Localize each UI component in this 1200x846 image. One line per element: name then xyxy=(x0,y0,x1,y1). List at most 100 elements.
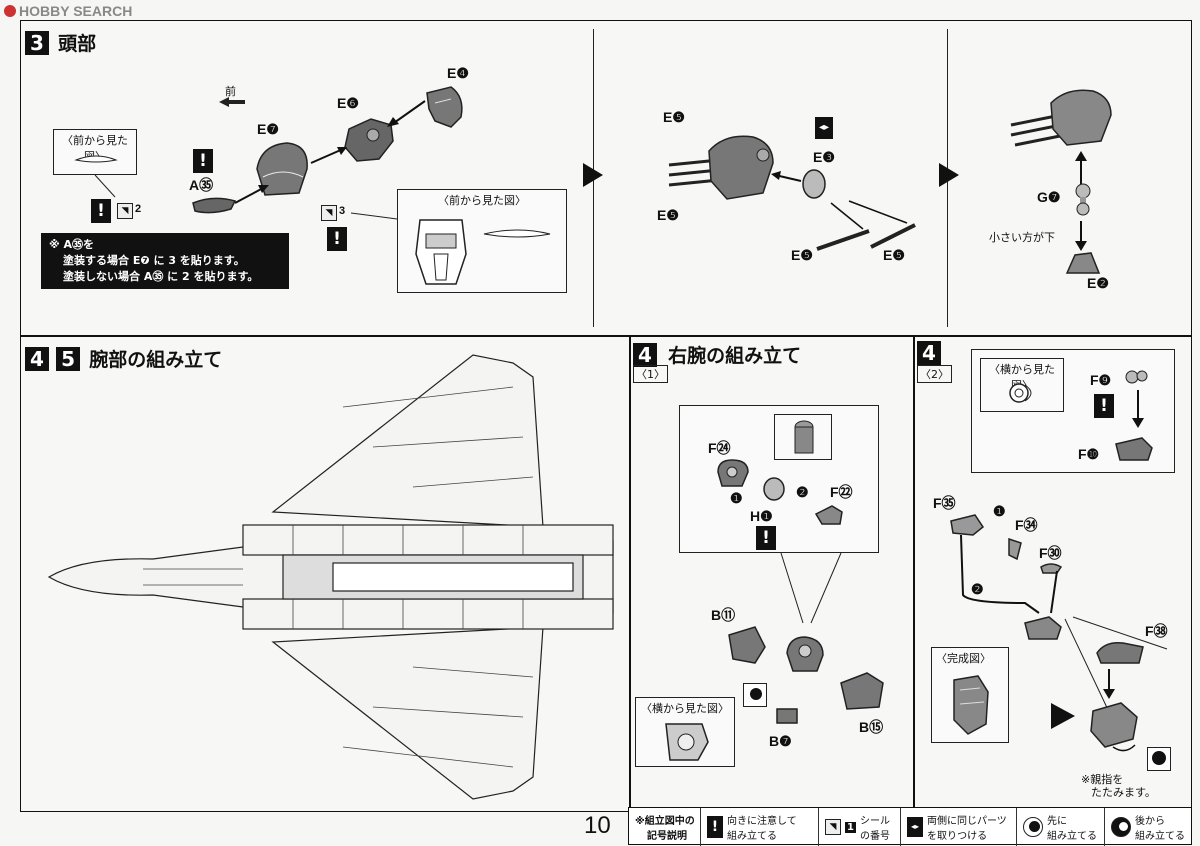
part-label-e5: E❺ xyxy=(657,207,679,223)
part-label-e7: E❼ xyxy=(257,121,279,137)
legend-item-caution: ! 向きに注意して組み立てる xyxy=(701,808,819,846)
legend-text: を取りつける xyxy=(927,831,988,842)
next-arrow-icon xyxy=(583,163,603,187)
arrow-down xyxy=(1103,669,1115,699)
step-number: 4 xyxy=(633,343,657,367)
seal-number-3: 3 xyxy=(339,205,346,217)
watermark: HOBBY SEARCH xyxy=(4,3,132,19)
arrow-e4-e6 xyxy=(387,100,426,127)
side-view-shape xyxy=(1009,383,1032,403)
part-label-e2: E❷ xyxy=(1087,275,1109,291)
step-marker: ❶ xyxy=(993,503,1006,519)
page-number: 10 xyxy=(584,812,611,839)
legend-text: 先に xyxy=(1047,816,1067,827)
part-label-f24: F㉔ xyxy=(708,440,731,456)
fold-note-line: ※親指を xyxy=(1081,773,1124,786)
step-number: 3 xyxy=(25,31,49,55)
arrow-a35-e7 xyxy=(234,185,269,204)
part-label-g7: G❼ xyxy=(1037,189,1061,205)
seal-icon: ◥ xyxy=(825,819,841,835)
next-arrow-icon xyxy=(1051,703,1075,729)
step-number: 4 xyxy=(917,341,941,365)
rods xyxy=(816,200,916,251)
seal-number: 1 xyxy=(845,821,856,833)
part-label-f34: F㉞ xyxy=(1015,517,1038,533)
step-title: 腕部の組み立て xyxy=(89,349,223,371)
part-label-e4: E❹ xyxy=(447,65,469,81)
step-number: 4 xyxy=(25,347,49,371)
part-arm-core xyxy=(786,636,824,672)
side-view-box: 〈横から見た図〉 xyxy=(980,358,1064,412)
part-label-e6: E❻ xyxy=(337,95,359,111)
part-f22 xyxy=(814,505,843,525)
caution-icon: ! xyxy=(1094,394,1114,418)
part-label-h1: H❶ xyxy=(750,508,773,524)
legend-text: 両側に同じパーツ xyxy=(927,816,1007,827)
part-label-e5: E❺ xyxy=(883,247,905,263)
leader-line xyxy=(350,212,398,220)
fold-note-line: たたみます。 xyxy=(1091,786,1156,799)
step3-header: 3 頭部 xyxy=(25,29,96,56)
part-f38 xyxy=(1096,641,1144,664)
part-hand xyxy=(1024,616,1062,640)
part-f24 xyxy=(717,459,749,487)
part-label-b11: B⑪ xyxy=(711,607,736,623)
part-label-b15: B⑮ xyxy=(859,719,884,735)
legend-item-symmetric: ◂▸ 両側に同じパーツを取りつける xyxy=(901,808,1017,846)
assemble-later-icon xyxy=(1111,817,1131,837)
seal-icon: ◥ xyxy=(321,205,337,221)
part-e2 xyxy=(1065,252,1101,274)
part-label-f22: F㉒ xyxy=(830,484,853,500)
arrow-down xyxy=(1075,221,1087,251)
arrow-up xyxy=(1075,151,1087,187)
legend-text: 組み立てる xyxy=(1047,831,1097,842)
head-assembly xyxy=(668,135,774,200)
detail-box: 〈横から見た図〉 F❾ ! F❿ xyxy=(971,349,1175,473)
seal-number-2: 2 xyxy=(135,203,142,215)
visor-shape xyxy=(483,229,551,238)
step4-1-panel: 4 右腕の組み立て 〈1〉 F㉔ ❶ H❶ ! ❷ F㉒ B⑪ B⑮ B❼ 〈横… xyxy=(630,336,914,812)
arrow-down xyxy=(1132,390,1144,428)
part-label-f35: F㉟ xyxy=(933,495,956,511)
part-label-f30: F㉚ xyxy=(1039,545,1062,561)
step-title: 頭部 xyxy=(58,33,97,55)
leader-line xyxy=(94,174,116,198)
part-f10 xyxy=(1115,437,1153,461)
fold-note: ※親指を たたみます。 xyxy=(1081,773,1156,799)
legend-text: の番号 xyxy=(859,831,890,842)
complete-hand xyxy=(953,675,989,735)
hand-assembly xyxy=(1090,702,1138,752)
caution-icon: ! xyxy=(193,149,213,173)
step4-1-header: 4 右腕の組み立て xyxy=(633,341,801,368)
seal-icon: ◥ xyxy=(117,203,133,219)
part-label-a35: A㉟ xyxy=(189,177,214,193)
step45-header: 4 5 腕部の組み立て xyxy=(25,345,222,372)
legend-text: シール xyxy=(859,816,890,827)
fighter-aircraft xyxy=(47,354,614,800)
legend-head-line: ※組立図中の xyxy=(635,816,695,827)
watermark-logo-icon xyxy=(4,5,16,17)
legend-item-first: 先に組み立てる xyxy=(1017,808,1105,846)
part-a35 xyxy=(192,197,237,214)
legend-text: 後から xyxy=(1135,816,1165,827)
next-arrow-icon xyxy=(939,163,959,187)
caution-icon: ! xyxy=(91,199,111,223)
front-view-label-2: 〈前から見た図〉 xyxy=(438,194,526,207)
step-sub: 〈1〉 xyxy=(633,365,668,383)
part-e3 xyxy=(802,169,826,199)
part-closeup xyxy=(794,420,814,454)
part-label-f9: F❾ xyxy=(1090,372,1112,388)
legend-bar: ※組立図中の 記号説明 ! 向きに注意して組み立てる ◥ 1 シールの番号 ◂▸… xyxy=(628,807,1192,846)
front-arrow-icon xyxy=(219,97,245,107)
part-label-b7: B❼ xyxy=(769,733,792,749)
note-line: 塗装しない場合 A㉟ に 2 を貼ります。 xyxy=(63,270,259,283)
detail-box: F㉔ ❶ H❶ ! ❷ F㉒ xyxy=(679,405,879,553)
step-number: 5 xyxy=(56,347,81,371)
zoom-box xyxy=(774,414,832,460)
caution-icon: ! xyxy=(707,816,723,838)
step-marker: ❶ xyxy=(730,490,743,506)
step3-panel: 3 頭部 前 〈前から見た図〉 E❹ E❻ E❼ ! A㉟ ! ◥ 2 ◥ 3 … xyxy=(20,20,1192,336)
legend-item-later: 後から組み立てる xyxy=(1105,808,1191,846)
caution-icon: ! xyxy=(327,227,347,251)
side-view-label: 〈横から見た図〉 xyxy=(641,702,729,715)
